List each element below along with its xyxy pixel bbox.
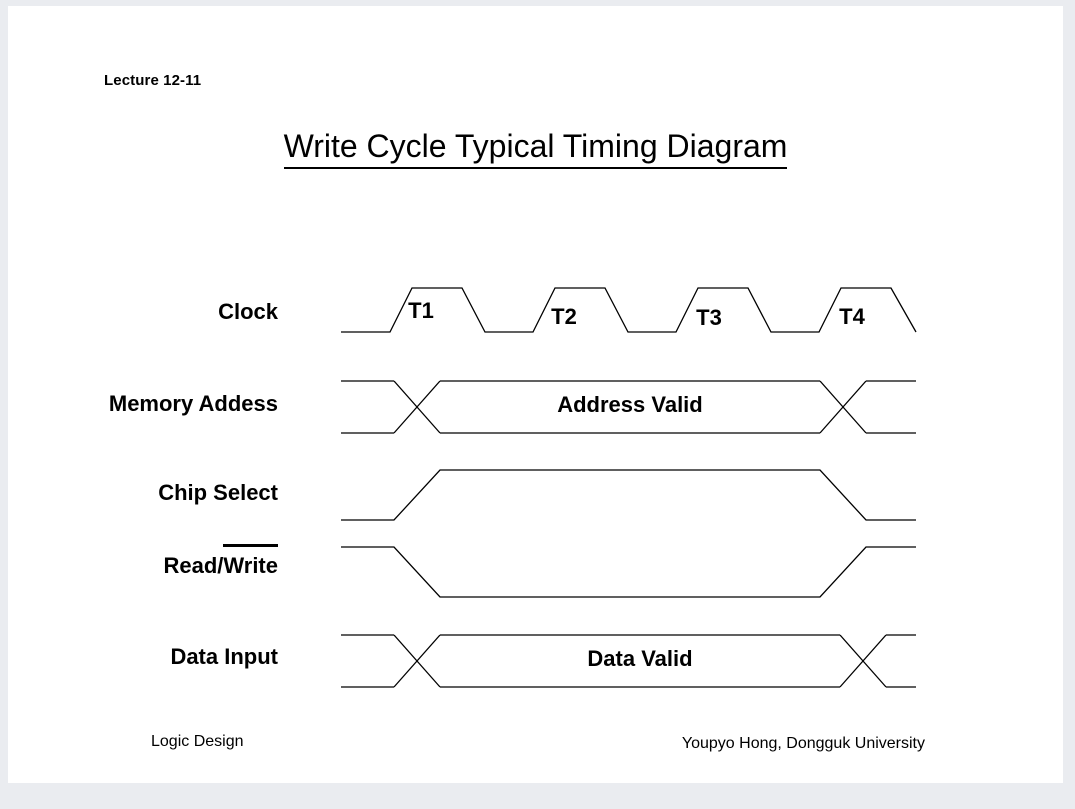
signal-label-chip-select: Chip Select: [158, 480, 278, 505]
signal-label-memory-address: Memory Addess: [108, 391, 278, 416]
signal-waveform-chip-select: [341, 469, 916, 521]
signal-waveform-clock: [341, 287, 917, 333]
signal-waveform-memory-address: [341, 380, 916, 434]
footer-right-text: Youpyo Hong, Dongguk University: [681, 735, 925, 752]
timing-diagram-svg: [341, 287, 917, 688]
clock-cycle-label-t4: T4: [839, 304, 865, 329]
clock-cycle-label-t1: T1: [408, 298, 434, 323]
page-title: Write Cycle Typical Timing Diagram: [8, 128, 1063, 169]
slide-canvas: Lecture 12-11 Write Cycle Typical Timing…: [8, 6, 1063, 783]
footer-left-text: Logic Design: [151, 733, 244, 750]
timing-diagram: Clock Memory Addess Chip Select Read/Wri…: [8, 6, 1063, 783]
bus-value-data-valid: Data Valid: [587, 646, 693, 671]
page-title-text: Write Cycle Typical Timing Diagram: [283, 128, 788, 169]
signal-label-clock: Clock: [218, 299, 278, 324]
clock-cycle-label-t3: T3: [696, 305, 722, 330]
clock-cycle-label-t2: T2: [551, 304, 577, 329]
signal-label-data-input: Data Input: [170, 644, 278, 669]
signal-label-read-write: Read/Write: [38, 553, 278, 579]
read-write-prefix: Read/: [163, 553, 224, 578]
signal-waveform-data-input: [341, 634, 916, 688]
signal-waveform-read-write: [341, 546, 916, 598]
read-write-overline-text: Write: [223, 553, 278, 578]
lecture-label: Lecture 12-11: [104, 72, 202, 89]
bus-value-address-valid: Address Valid: [557, 392, 703, 417]
